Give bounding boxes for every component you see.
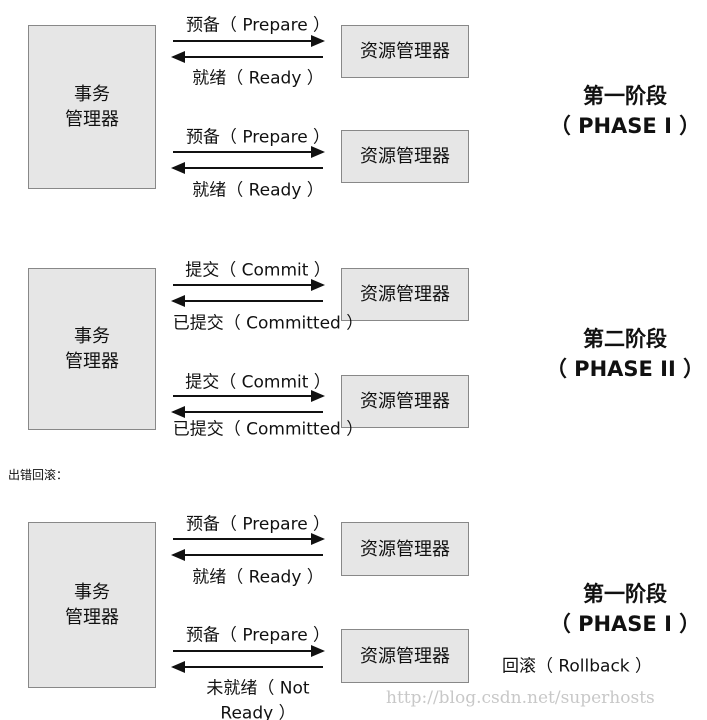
request-label: 预备（ Prepare ） <box>185 514 331 535</box>
response-arrow <box>171 51 323 63</box>
resource-manager-box: 资源管理器 <box>341 130 469 183</box>
rollback-label: 回滚（ Rollback ） <box>501 656 653 677</box>
phase-subtitle: （ PHASE II ） <box>545 357 705 381</box>
request-arrow <box>173 146 325 158</box>
request-arrow <box>173 390 325 402</box>
resource-manager-box: 资源管理器 <box>341 25 469 78</box>
transaction-manager-label: 事务管理器 <box>65 580 119 630</box>
resource-manager-box: 资源管理器 <box>341 375 469 428</box>
response-arrow <box>171 295 323 307</box>
transaction-manager-box: 事务管理器 <box>28 522 156 688</box>
watermark: http://blog.csdn.net/superhosts <box>386 688 655 708</box>
phase-title: 第一阶段 <box>583 582 667 606</box>
response-label: 未就绪（ Not <box>206 678 310 699</box>
response-arrow <box>171 162 323 174</box>
response-label: 已提交（ Committed ） <box>172 313 364 334</box>
request-label: 预备（ Prepare ） <box>185 15 331 36</box>
request-label: 提交（ Commit ） <box>185 260 331 281</box>
tm-label-line: 管理器 <box>65 607 119 628</box>
response-label: Ready ） <box>220 703 296 720</box>
phase-subtitle: （ PHASE I ） <box>549 612 701 636</box>
request-label: 预备（ Prepare ） <box>185 127 331 148</box>
response-label: 就绪（ Ready ） <box>192 68 324 89</box>
resource-manager-box: 资源管理器 <box>341 629 469 683</box>
phase-title: 第一阶段 <box>583 84 667 108</box>
transaction-manager-box: 事务管理器 <box>28 268 156 430</box>
phase-subtitle: （ PHASE I ） <box>549 114 701 138</box>
request-arrow <box>173 279 325 291</box>
tm-label-line: 管理器 <box>65 351 119 372</box>
request-arrow <box>173 35 325 47</box>
phase-title: 第二阶段 <box>583 327 667 351</box>
response-arrow <box>171 661 323 673</box>
response-arrow <box>171 406 323 418</box>
resource-manager-box: 资源管理器 <box>341 522 469 576</box>
tm-label-line: 管理器 <box>65 109 119 130</box>
transaction-manager-label: 事务管理器 <box>65 82 119 132</box>
request-label: 预备（ Prepare ） <box>185 625 331 646</box>
tm-label-line: 事务 <box>74 582 110 603</box>
resource-manager-box: 资源管理器 <box>341 268 469 321</box>
tm-label-line: 事务 <box>74 84 110 105</box>
request-arrow <box>173 533 325 545</box>
response-label: 已提交（ Committed ） <box>172 419 364 440</box>
error-rollback-caption: 出错回滚： <box>8 468 69 482</box>
response-arrow <box>171 549 323 561</box>
request-arrow <box>173 645 325 657</box>
transaction-manager-box: 事务管理器 <box>28 25 156 189</box>
tm-label-line: 事务 <box>74 326 110 347</box>
response-label: 就绪（ Ready ） <box>192 567 324 588</box>
response-label: 就绪（ Ready ） <box>192 180 324 201</box>
transaction-manager-label: 事务管理器 <box>65 324 119 374</box>
request-label: 提交（ Commit ） <box>185 372 331 393</box>
